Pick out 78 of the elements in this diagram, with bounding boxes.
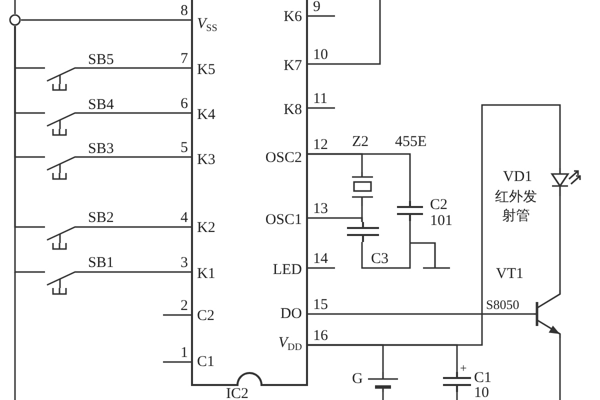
polarity-mark: + <box>460 360 467 376</box>
pin-name: OSC2 <box>265 150 302 166</box>
battery <box>368 372 398 392</box>
wire <box>77 112 191 114</box>
ic-chip <box>191 0 308 386</box>
pin-name: V$_{DD}$ <box>278 335 302 355</box>
pin-number: 12 <box>313 137 328 153</box>
capacitor <box>347 222 379 242</box>
pin-name: K5 <box>197 62 216 78</box>
pin-name: DO <box>280 306 302 322</box>
infrared-led <box>548 168 584 196</box>
terminal-circle <box>9 14 21 26</box>
component-value: 455E <box>395 134 427 150</box>
wire <box>21 19 191 21</box>
component-value: 10 <box>474 385 489 400</box>
wire <box>77 156 191 158</box>
pin-number: 2 <box>180 298 188 314</box>
capacitor <box>397 201 423 221</box>
pin-number: 10 <box>313 47 328 63</box>
pin-number: 7 <box>180 51 188 67</box>
pin-number: 11 <box>313 91 328 107</box>
component-label: SB2 <box>88 210 114 226</box>
pin-name: K4 <box>197 107 216 123</box>
component-value: S8050 <box>486 297 520 313</box>
component-label: VT1 <box>496 266 524 282</box>
pin-number: 3 <box>180 255 188 271</box>
push-button-switch <box>45 270 77 298</box>
pin-name: K8 <box>284 102 302 118</box>
pin-name: K3 <box>197 152 216 168</box>
pin-name: V$_{SS}$ <box>197 16 218 36</box>
component-value: 101 <box>430 213 452 229</box>
component-label: C3 <box>371 251 389 267</box>
pin-number: 13 <box>313 201 328 217</box>
pin-number: 16 <box>313 328 328 344</box>
component-label: SB5 <box>88 52 114 68</box>
pin-number: 6 <box>180 96 188 112</box>
pin-name: OSC1 <box>265 212 302 228</box>
pin-name: C1 <box>197 354 215 370</box>
component-label: VD1 <box>503 169 532 185</box>
push-button-switch <box>45 111 77 139</box>
component-label: Z2 <box>352 134 369 150</box>
wire <box>77 226 191 228</box>
pin-number: 4 <box>180 210 188 226</box>
pin-number: 15 <box>313 297 328 313</box>
component-label: SB1 <box>88 255 114 271</box>
wire <box>308 344 458 372</box>
wire <box>14 26 45 273</box>
wire <box>308 217 363 222</box>
wire <box>308 313 534 315</box>
pin-name: K6 <box>284 9 302 25</box>
pin-name: C2 <box>197 308 215 324</box>
pin-number: 5 <box>180 140 188 156</box>
crystal-resonator <box>350 172 375 206</box>
pin-number: 9 <box>313 0 320 15</box>
push-button-switch <box>45 225 77 253</box>
pin-name: K1 <box>197 266 216 282</box>
component-label: C2 <box>430 197 448 213</box>
push-button-switch <box>45 66 77 94</box>
component-label: SB4 <box>88 97 114 113</box>
wire <box>77 271 191 273</box>
transistor <box>534 290 562 338</box>
component-label: C1 <box>474 370 492 386</box>
pin-name: LED <box>272 262 302 278</box>
wire <box>361 221 411 269</box>
pin-name: K7 <box>284 58 302 74</box>
pin-name: K2 <box>197 220 216 236</box>
wire <box>77 67 191 69</box>
wire <box>308 153 411 201</box>
component-label: G <box>352 371 363 387</box>
component-description: 红外发射管 <box>494 188 538 226</box>
pin-number: 1 <box>180 345 188 361</box>
push-button-switch <box>45 155 77 183</box>
pin-number: 8 <box>180 3 188 19</box>
capacitor <box>443 372 471 392</box>
wire <box>559 196 561 290</box>
component-label: IC2 <box>226 386 248 400</box>
component-label: SB3 <box>88 141 114 157</box>
pin-number: 14 <box>313 251 328 267</box>
